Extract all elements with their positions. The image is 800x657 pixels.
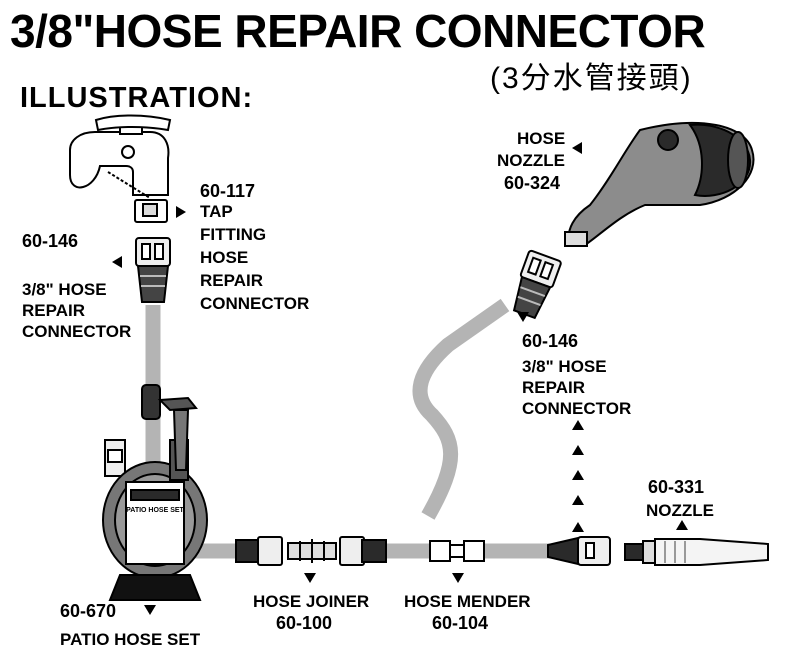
straight-nozzle-icon	[624, 538, 769, 566]
left-connector-name-1: 3/8" HOSE	[22, 280, 107, 299]
hose-nozzle-code: 60-324	[504, 173, 561, 193]
tap-name-5: CONNECTOR	[200, 294, 310, 313]
patio-code: 60-670	[60, 601, 117, 621]
left-connector-name-3: CONNECTOR	[22, 322, 132, 341]
nozzle-code: 60-331	[648, 477, 705, 497]
joiner-icon	[235, 536, 387, 566]
page-subtitle: (3分水管接頭)	[490, 62, 693, 95]
hose-nozzle-name-2: NOZZLE	[497, 151, 565, 170]
patio-name: PATIO HOSE SET	[60, 630, 201, 649]
right-connector-name-1: 3/8" HOSE	[522, 357, 607, 376]
tap-name-2: FITTING	[200, 225, 267, 244]
mender-name: HOSE MENDER	[404, 592, 531, 611]
tap-code: 60-117	[200, 181, 256, 201]
mender-code: 60-104	[432, 613, 489, 633]
page-title: 3/8"HOSE REPAIR CONNECTOR	[10, 5, 706, 57]
hose-nozzle-icon	[564, 121, 755, 247]
joiner-name: HOSE JOINER	[253, 592, 370, 611]
left-connector-name-2: REPAIR	[22, 301, 85, 320]
right-connector-name-2: REPAIR	[522, 378, 585, 397]
tap-name-1: TAP	[200, 202, 233, 221]
illustration-heading: ILLUSTRATION:	[20, 82, 254, 114]
arrow-icon	[112, 142, 688, 615]
tap-name-3: HOSE	[200, 248, 249, 267]
connector-icon-right	[512, 249, 562, 320]
joiner-code: 60-100	[276, 613, 333, 633]
hose-lines	[145, 298, 550, 559]
tap-name-4: REPAIR	[200, 271, 263, 290]
reel-label: PATIO HOSE SET	[126, 507, 184, 514]
spray-gun-icon	[141, 384, 198, 471]
hose-curve-right	[412, 298, 510, 520]
connector-icon-left	[135, 237, 171, 303]
right-connector-code: 60-146	[522, 331, 579, 351]
right-connector-name-3: CONNECTOR	[522, 399, 632, 418]
connector-icon-bottom	[547, 536, 611, 566]
nozzle-name: NOZZLE	[646, 501, 714, 520]
mender-icon	[429, 540, 485, 562]
left-connector-code: 60-146	[22, 231, 79, 251]
hose-reel-icon	[102, 439, 208, 601]
hose-nozzle-name-1: HOSE	[517, 129, 566, 148]
water-tap-icon	[69, 114, 172, 223]
